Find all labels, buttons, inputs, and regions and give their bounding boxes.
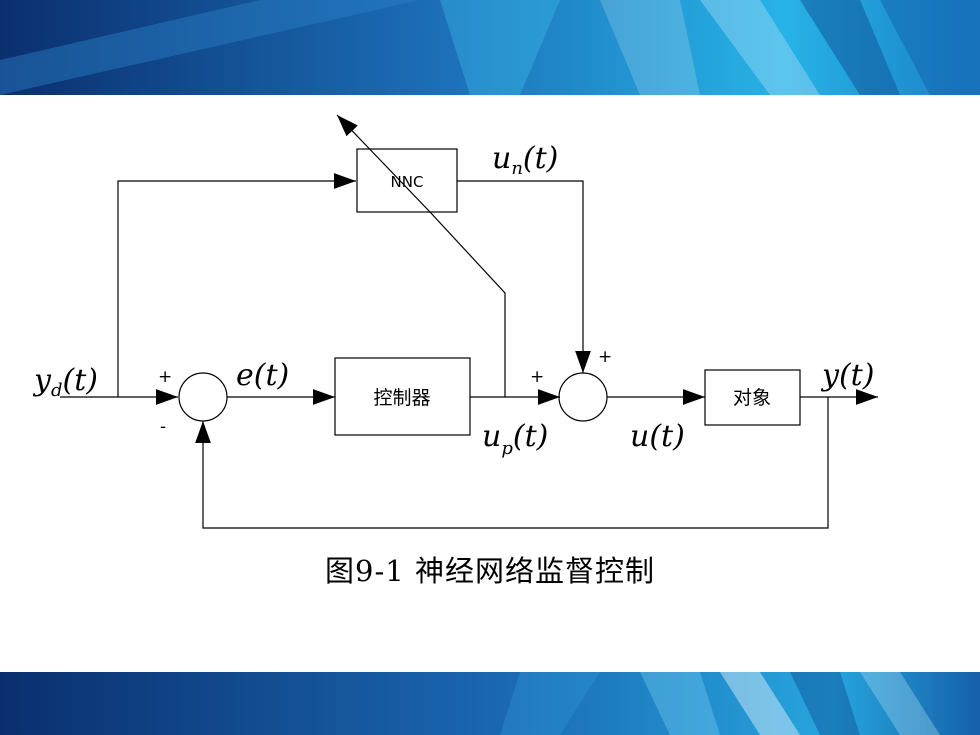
sum2-top-plus-sign: + <box>598 347 612 367</box>
plant-label: 对象 <box>733 387 771 409</box>
nnc-label: NNC <box>391 173 424 191</box>
controller-label: 控制器 <box>373 387 430 409</box>
nnc-output-line <box>457 180 591 373</box>
footer-band <box>0 672 980 735</box>
signal-e: e(t) <box>236 358 289 393</box>
input-branch-to-nnc <box>117 173 356 397</box>
signal-y: y(t) <box>820 358 874 393</box>
sum1-minus-sign: - <box>160 417 166 437</box>
sum1-plus-sign: + <box>158 367 172 387</box>
signal-up: up(t) <box>482 419 548 459</box>
header-band <box>0 0 980 95</box>
summing-junction-2 <box>558 372 608 422</box>
figure-caption: 图9-1 神经网络监督控制 <box>325 554 655 588</box>
nnc-training-line <box>429 211 506 397</box>
feedback-line <box>195 397 829 529</box>
nnc-adaptation-arrow <box>336 114 431 213</box>
summing-junction-1 <box>178 372 228 422</box>
signal-yd: yd(t) <box>32 363 98 401</box>
sum2-left-plus-sign: + <box>530 367 544 387</box>
signal-un: un(t) <box>492 141 558 179</box>
signal-u: u(t) <box>630 419 685 454</box>
